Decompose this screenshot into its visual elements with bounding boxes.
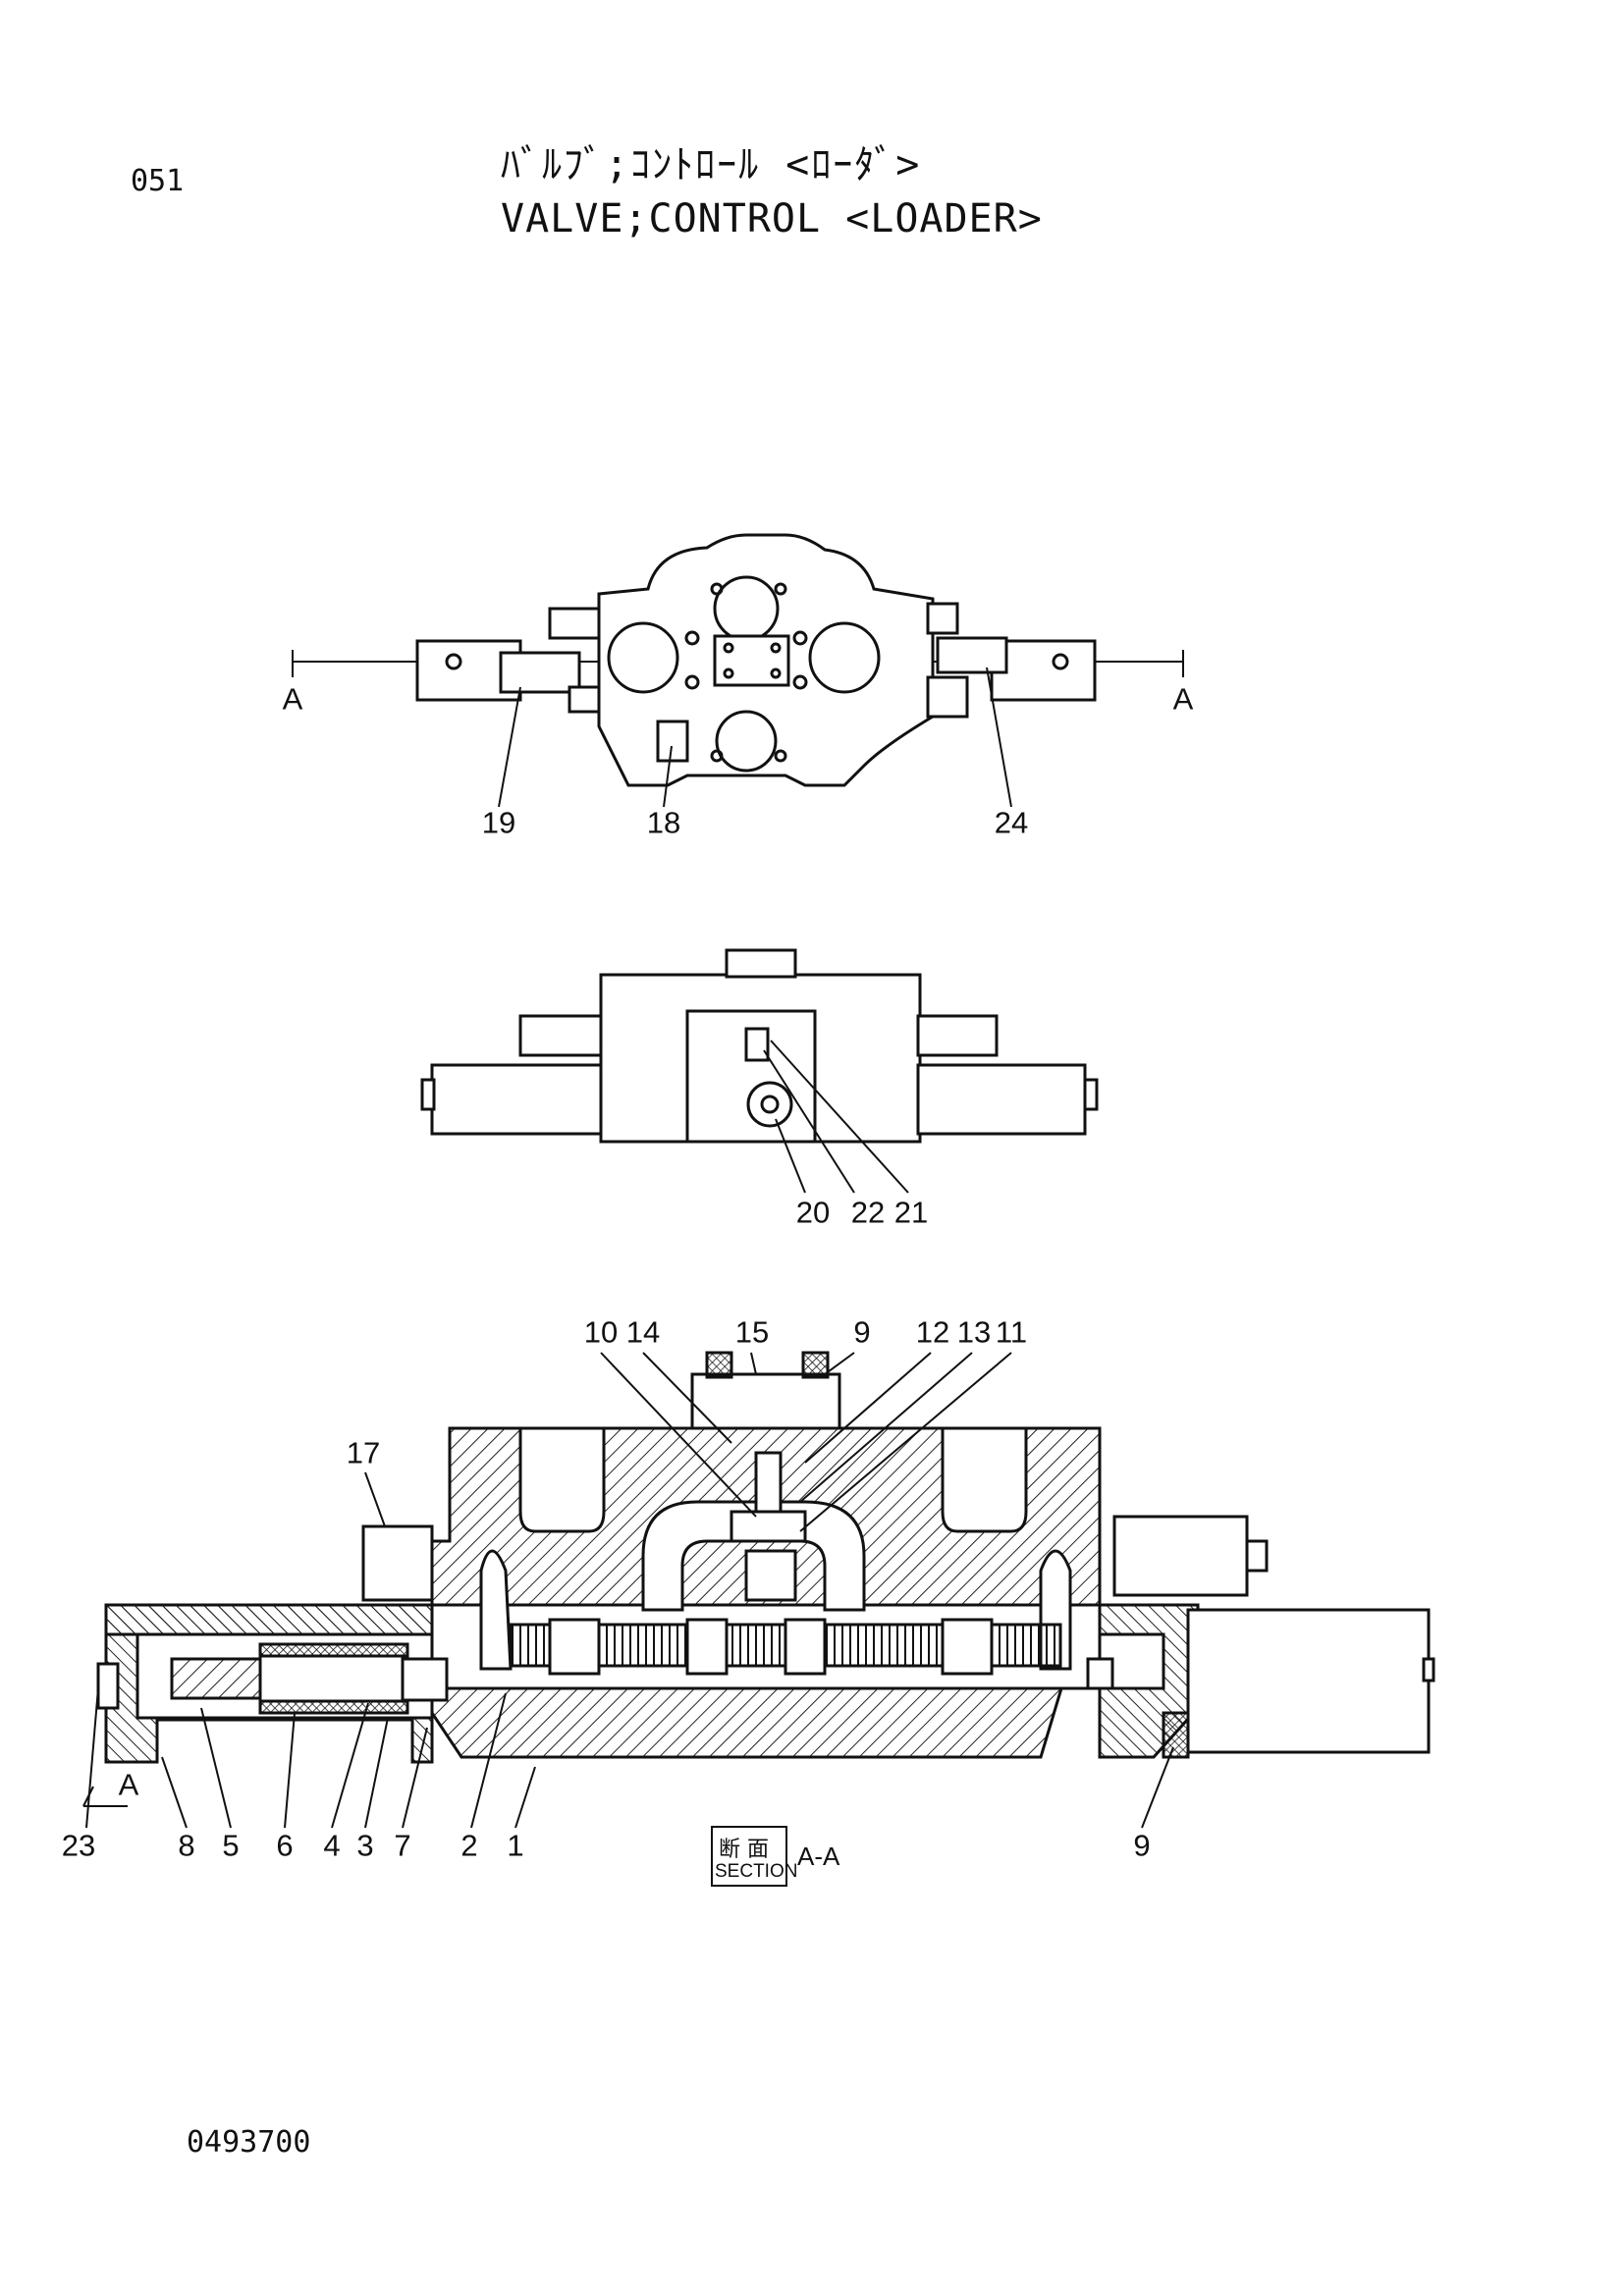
callout-9-bottom: 9 <box>1133 1828 1151 1863</box>
callout-7: 7 <box>394 1828 411 1863</box>
front-view <box>420 948 1099 1194</box>
callout-10: 10 <box>583 1314 619 1350</box>
callout-4: 4 <box>323 1828 341 1863</box>
document-number: 0493700 <box>187 2125 311 2160</box>
section-a-mark: A <box>118 1767 139 1802</box>
section-mark-right: A <box>1172 681 1194 717</box>
title-japanese: ﾊﾞﾙﾌﾞ;ｺﾝﾄﾛｰﾙ <ﾛｰﾀﾞ> <box>501 142 922 187</box>
callout-20: 20 <box>795 1195 831 1230</box>
callout-18: 18 <box>646 805 681 840</box>
callout-19: 19 <box>481 805 516 840</box>
section-view <box>82 1351 1435 1829</box>
callout-13: 13 <box>956 1314 992 1350</box>
callout-17: 17 <box>346 1435 381 1470</box>
callout-9-top: 9 <box>853 1314 871 1350</box>
callout-11: 11 <box>995 1314 1028 1350</box>
section-label-box: 断 面 SECTION <box>711 1826 797 1887</box>
callout-24: 24 <box>994 805 1029 840</box>
callout-3: 3 <box>356 1828 374 1863</box>
callout-12: 12 <box>915 1314 950 1350</box>
callout-23: 23 <box>61 1828 96 1863</box>
callout-14: 14 <box>625 1314 661 1350</box>
top-view <box>292 533 1184 808</box>
callout-21: 21 <box>893 1195 929 1230</box>
callout-15: 15 <box>734 1314 770 1350</box>
section-label-en: SECTION <box>715 1861 798 1882</box>
callout-2: 2 <box>460 1828 478 1863</box>
section-mark-left: A <box>282 681 303 717</box>
section-label-aa: A-A <box>797 1842 840 1871</box>
section-label-jp: 断 面 <box>719 1838 769 1862</box>
title-english: VALVE;CONTROL <LOADER> <box>501 196 1043 241</box>
callout-8: 8 <box>178 1828 195 1863</box>
callout-5: 5 <box>222 1828 240 1863</box>
callout-1: 1 <box>507 1828 524 1863</box>
callout-22: 22 <box>850 1195 886 1230</box>
callout-6: 6 <box>276 1828 294 1863</box>
page-number: 051 <box>131 164 185 198</box>
